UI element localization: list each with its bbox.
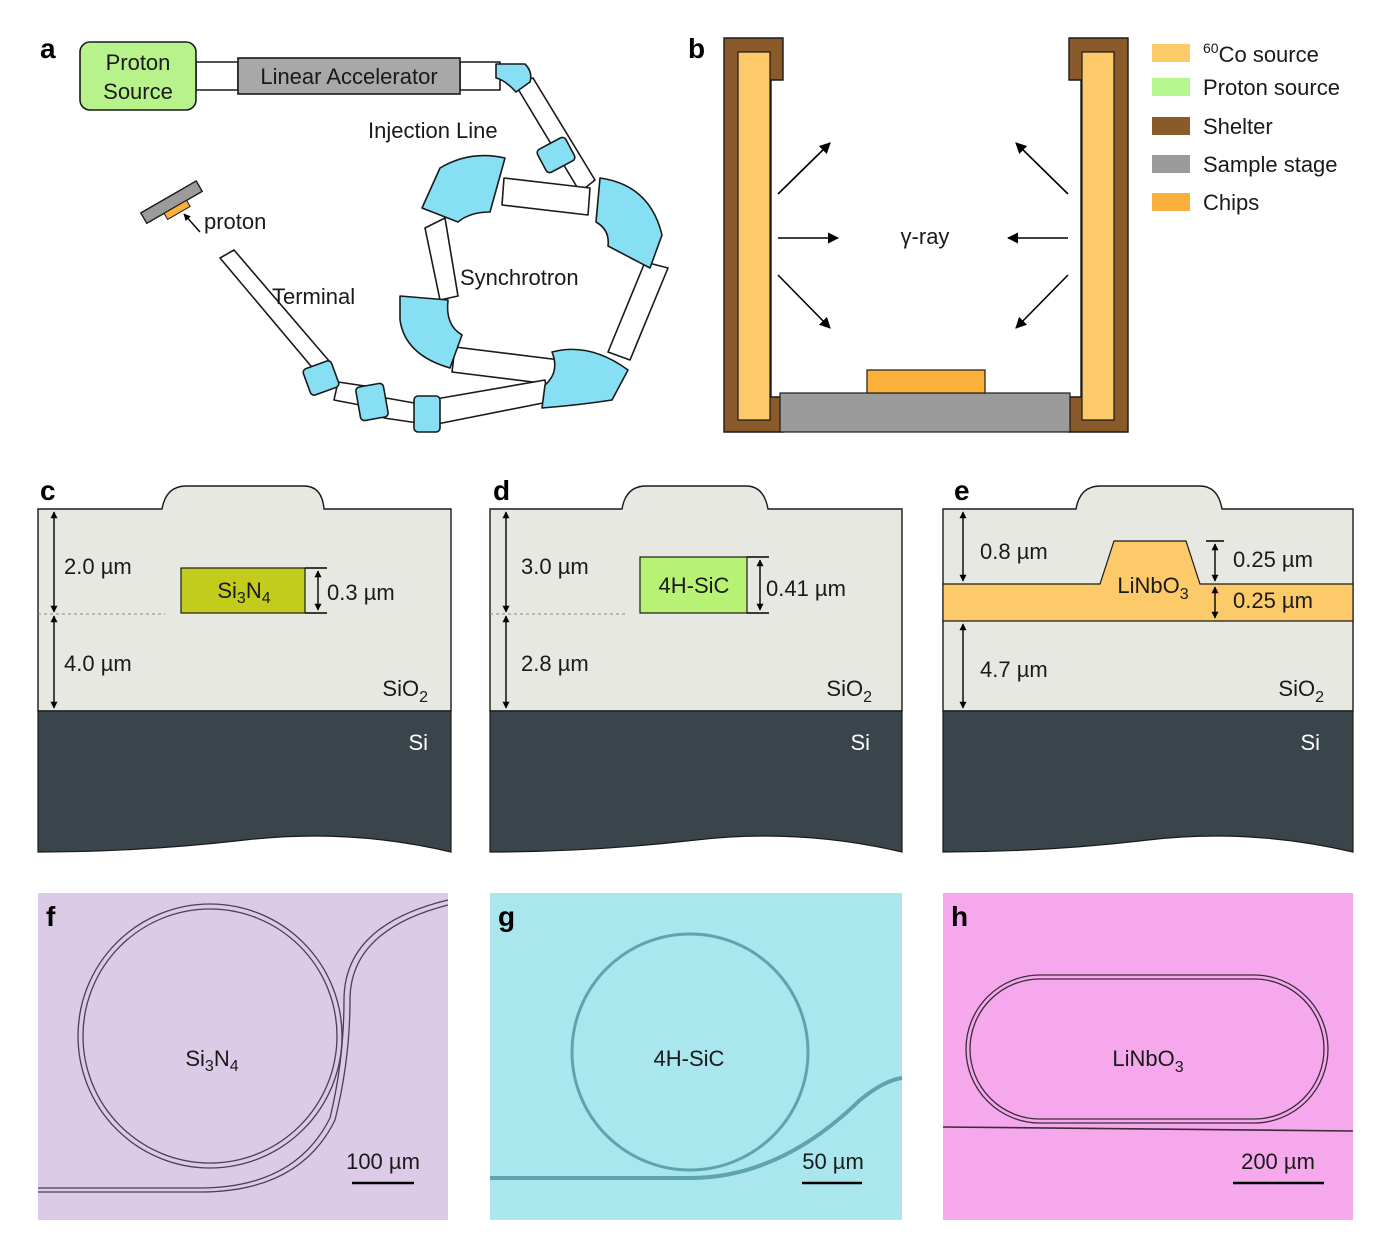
magnet-top-right — [595, 177, 663, 269]
legend-swatch-shelter — [1152, 117, 1190, 135]
panel-label-c: c — [40, 475, 56, 506]
legend-item-stage: Sample stage — [1203, 152, 1338, 177]
core-si3n4 — [180, 567, 306, 614]
cladding-label-c: SiO2 — [382, 676, 428, 706]
injection-line-label: Injection Line — [368, 118, 498, 143]
legend-swatch-stage — [1152, 155, 1190, 173]
thickness-top-c: 2.0 µm — [64, 554, 132, 579]
legend-item-shelter: Shelter — [1203, 114, 1273, 139]
cladding-label-e: SiO2 — [1278, 676, 1324, 706]
magnet-top-left — [421, 154, 506, 223]
panel-b: b γ-ray 60Co source Proton source Shelte… — [688, 33, 1340, 433]
linear-accelerator-box — [237, 57, 461, 95]
thickness-bottom-d: 2.8 µm — [521, 651, 589, 676]
slab-thickness-e: 0.25 µm — [1233, 588, 1313, 613]
panel-label-b: b — [688, 33, 705, 64]
proton-label: proton — [204, 209, 266, 234]
panel-g: g 4H-SiC 50 µm — [490, 893, 903, 1220]
proton-source-box — [79, 41, 197, 111]
thickness-core-c: 0.3 µm — [327, 580, 395, 605]
quad-magnet-injection — [536, 136, 576, 174]
racetrack-resonator-h — [942, 974, 1354, 1132]
panel-h: h LiNbO3 200 µm — [942, 893, 1354, 1220]
lnoi-layer — [942, 540, 1354, 622]
micrograph-f — [38, 893, 448, 1220]
substrate-label-c: Si — [408, 730, 428, 755]
panel-a: a Proton — [40, 33, 669, 433]
substrate-e — [942, 710, 1354, 853]
thickness-top-d: 3.0 µm — [521, 554, 589, 579]
core-linbo3-label: LiNbO3 — [1117, 573, 1188, 603]
ring-resonator-g — [490, 932, 903, 1180]
panel-d: d 4H-SiC 3.0 µm 2.8 µm 0.41 µm SiO2 Si — [489, 475, 903, 853]
substrate-label-d: Si — [850, 730, 870, 755]
substrate-c — [37, 710, 452, 853]
legend-swatch-proton — [1152, 78, 1190, 96]
panel-e: e LiNbO3 0.8 µm 4.7 µm 0.25 µm 0.25 µm S… — [942, 475, 1354, 853]
proton-target — [139, 179, 204, 225]
thickness-bottom-c: 4.0 µm — [64, 651, 132, 676]
linear-accelerator-label: Linear Accelerator — [260, 64, 437, 89]
core-4h-sic-label: 4H-SiC — [659, 573, 730, 598]
magnet-injection — [495, 63, 532, 93]
scale-label-g: 50 µm — [802, 1149, 864, 1174]
panel-c: c Si3N4 2.0 µm 4.0 µm 0.3 µm SiO2 Si — [37, 475, 452, 853]
legend-swatch-chips — [1152, 193, 1190, 211]
device-label-g: 4H-SiC — [654, 1046, 725, 1071]
legend-item-chips: Chips — [1203, 190, 1259, 215]
magnet-bottom-right — [541, 348, 629, 409]
panel-label-a: a — [40, 33, 56, 64]
legend-swatch-co60 — [1152, 44, 1190, 62]
core-si3n4-label: Si3N4 — [217, 578, 270, 607]
thickness-bottom-e: 4.7 µm — [980, 657, 1048, 682]
legend: 60Co source Proton source Shelter Sample… — [1152, 40, 1340, 215]
terminal-label: Terminal — [272, 284, 355, 309]
synchrotron-label: Synchrotron — [460, 265, 579, 290]
core-4h-sic — [639, 556, 748, 614]
thickness-core-d: 0.41 µm — [766, 576, 846, 601]
legend-item-co60: 60Co source — [1203, 40, 1319, 67]
panel-f: f Si3N4 100 µm — [38, 893, 449, 1220]
sample-stage — [779, 392, 1071, 433]
micrograph-h — [943, 893, 1353, 1220]
device-label-f: Si3N4 — [185, 1046, 238, 1075]
co60-source-right — [1081, 51, 1115, 421]
ring-resonator-f — [38, 899, 449, 1193]
proton-source-line2: Source — [103, 79, 173, 104]
scale-label-f: 100 µm — [346, 1149, 420, 1174]
chips — [866, 369, 986, 394]
thickness-top-e: 0.8 µm — [980, 539, 1048, 564]
cladding-label-d: SiO2 — [826, 676, 872, 706]
panel-label-f: f — [46, 901, 56, 932]
proton-arrow — [183, 213, 201, 233]
micrograph-g — [490, 893, 902, 1220]
panel-label-d: d — [493, 475, 510, 506]
substrate-label-e: Si — [1300, 730, 1320, 755]
device-label-h: LiNbO3 — [1112, 1046, 1183, 1076]
gamma-arrows — [777, 142, 1069, 329]
synchrotron-magnets — [302, 63, 663, 433]
substrate-d — [489, 710, 903, 853]
co60-source-left — [737, 51, 771, 421]
panel-label-e: e — [954, 475, 970, 506]
gamma-ray-label: γ-ray — [901, 224, 950, 249]
quad-magnet-terminal-2 — [355, 382, 389, 422]
panel-label-g: g — [498, 901, 515, 932]
magnet-bottom-left — [399, 295, 463, 369]
legend-item-proton: Proton source — [1203, 75, 1340, 100]
rib-height-e: 0.25 µm — [1233, 547, 1313, 572]
scale-label-h: 200 µm — [1241, 1149, 1315, 1174]
quad-magnet-terminal-1 — [302, 360, 340, 396]
panel-label-h: h — [951, 901, 968, 932]
proton-source-line1: Proton — [106, 50, 171, 75]
quad-magnet-terminal-3 — [413, 395, 441, 433]
